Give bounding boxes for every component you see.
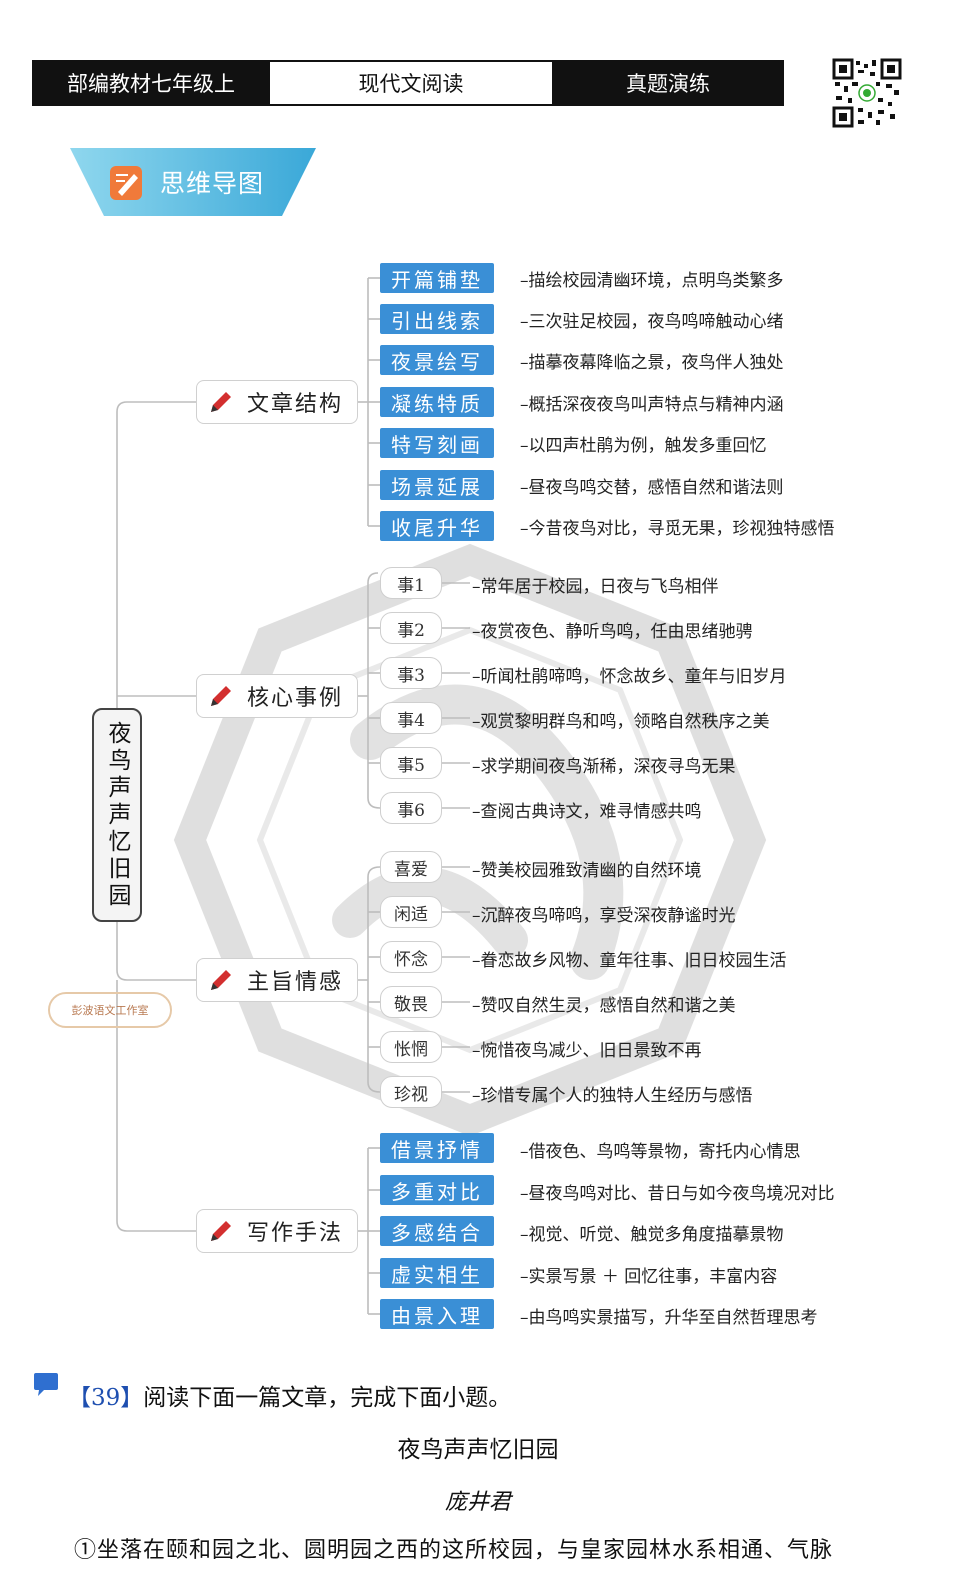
emotion-desc: –沉醉夜鸟啼鸣，享受深夜静谧时光	[472, 906, 736, 926]
event-desc: –观赏黎明群鸟和鸣，领略自然秩序之美	[472, 712, 770, 732]
banner-title: 思维导图	[160, 169, 265, 198]
structure-tag: 夜景绘写	[380, 345, 494, 375]
emotion-desc: –惋惜夜鸟减少、旧日景致不再	[472, 1041, 702, 1061]
pencil-icon	[211, 686, 231, 706]
branch-label: 文章结构	[247, 392, 344, 417]
studio-stamp: 彭波语文工作室	[48, 992, 172, 1028]
article-author: 庞井君	[444, 1490, 511, 1515]
mindmap-root: 夜鸟声声忆旧园	[92, 708, 142, 922]
header-bar: 部编教材七年级上 现代文阅读 真题演练	[32, 60, 784, 106]
structure-tag: 场景延展	[380, 470, 494, 500]
branch-label: 写作手法	[247, 1221, 344, 1246]
emotion-tag: 闲适	[380, 896, 442, 928]
emotion-desc: –眷恋故乡风物、童年往事、旧日校园生活	[472, 951, 787, 971]
event-tag: 事1	[380, 567, 442, 599]
branch-label: 核心事例	[247, 686, 344, 711]
technique-tag: 多感结合	[380, 1216, 494, 1246]
structure-desc: –描绘校园清幽环境，点明鸟类繁多	[520, 271, 784, 291]
technique-desc: –借夜色、鸟鸣等景物，寄托内心情思	[520, 1142, 801, 1162]
structure-desc: –今昔夜鸟对比，寻觅无果，珍视独特感悟	[520, 519, 835, 539]
emotion-tag: 喜爱	[380, 851, 442, 883]
structure-tag: 开篇铺垫	[380, 263, 494, 293]
pencil-icon	[211, 392, 231, 412]
technique-tag: 多重对比	[380, 1175, 494, 1205]
technique-tag: 虚实相生	[380, 1258, 494, 1288]
emotion-desc: –珍惜专属个人的独特人生经历与感悟	[472, 1086, 753, 1106]
emotion-tag: 怀念	[380, 941, 442, 973]
speech-bubble-icon	[34, 1373, 58, 1396]
article-first-line: ①坐落在颐和园之北、圆明园之西的这所校园，与皇家园林水系相通、气脉	[74, 1538, 834, 1563]
event-tag: 事3	[380, 657, 442, 689]
emotion-tag: 敬畏	[380, 986, 442, 1018]
event-tag: 事4	[380, 702, 442, 734]
structure-tag: 收尾升华	[380, 511, 494, 541]
event-tag: 事5	[380, 747, 442, 779]
event-desc: –求学期间夜鸟渐稀，深夜寻鸟无果	[472, 757, 736, 777]
event-desc: –查阅古典诗文，难寻情感共鸣	[472, 802, 702, 822]
branch-events: 核心事例	[196, 674, 358, 718]
question-number: 【39】	[68, 1385, 144, 1411]
structure-tag: 引出线索	[380, 304, 494, 334]
structure-desc: –三次驻足校园，夜鸟鸣啼触动心绪	[520, 312, 784, 332]
mindmap-banner	[70, 148, 316, 216]
structure-desc: –概括深夜夜鸟叫声特点与精神内涵	[520, 395, 784, 415]
technique-desc: –由鸟鸣实景描写，升华至自然哲理思考	[520, 1308, 818, 1328]
header-section: 真题演练	[554, 62, 782, 104]
event-desc: –听闻杜鹃啼鸣，怀念故乡、童年与旧岁月	[472, 667, 787, 687]
header-grade: 部编教材七年级上	[34, 62, 268, 104]
branch-structure: 文章结构	[196, 380, 358, 424]
pencil-icon	[211, 1221, 231, 1241]
structure-tag: 特写刻画	[380, 428, 494, 458]
structure-tag: 凝练特质	[380, 387, 494, 417]
article-title: 夜鸟声声忆旧园	[397, 1437, 559, 1463]
pencil-icon	[211, 970, 231, 990]
structure-desc: –以四声杜鹃为例，触发多重回忆	[520, 436, 767, 456]
technique-tag: 借景抒情	[380, 1133, 494, 1163]
emotion-tag: 怅惘	[380, 1031, 442, 1063]
technique-desc: –昼夜鸟鸣对比、昔日与如今夜鸟境况对比	[520, 1184, 835, 1204]
event-desc: –常年居于校园，日夜与飞鸟相伴	[472, 577, 719, 597]
technique-desc: –实景写景 ＋ 回忆往事，丰富内容	[520, 1267, 778, 1287]
emotion-desc: –赞美校园雅致清幽的自然环境	[472, 861, 702, 881]
event-desc: –夜赏夜色、静听鸟鸣，任由思绪驰骋	[472, 622, 753, 642]
header-subject: 现代文阅读	[268, 62, 554, 104]
event-tag: 事2	[380, 612, 442, 644]
emotion-desc: –赞叹自然生灵，感悟自然和谐之美	[472, 996, 736, 1016]
question-line: 【39】阅读下面一篇文章，完成下面小题。	[68, 1378, 511, 1412]
technique-desc: –视觉、听觉、触觉多角度描摹景物	[520, 1225, 784, 1245]
structure-desc: –昼夜鸟鸣交替，感悟自然和谐法则	[520, 478, 784, 498]
branch-emotions: 主旨情感	[196, 958, 358, 1002]
qr-code-icon	[832, 58, 902, 128]
event-tag: 事6	[380, 792, 442, 824]
branch-techniques: 写作手法	[196, 1209, 358, 1253]
technique-tag: 由景入理	[380, 1299, 494, 1329]
question-instruction: 阅读下面一篇文章，完成下面小题。	[143, 1385, 512, 1411]
branch-label: 主旨情感	[247, 970, 344, 995]
emotion-tag: 珍视	[380, 1076, 442, 1108]
structure-desc: –描摹夜幕降临之景，夜鸟伴人独处	[520, 353, 784, 373]
